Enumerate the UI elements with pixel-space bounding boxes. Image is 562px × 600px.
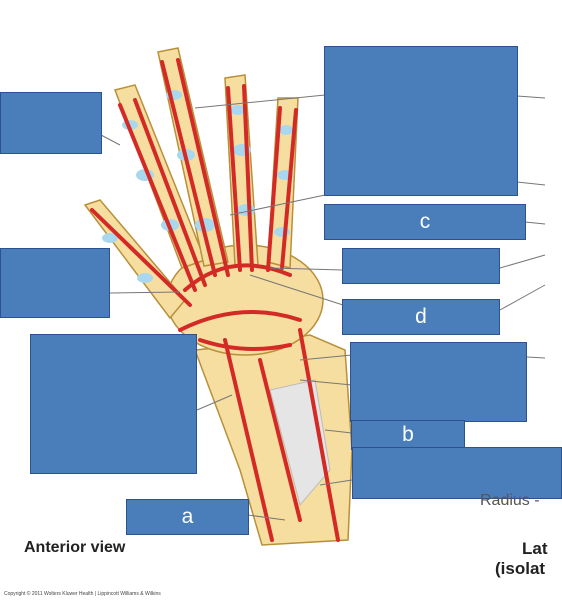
label-box-a: a (126, 499, 249, 535)
label-box-thumb (0, 248, 110, 318)
label-box-b: b (351, 420, 465, 450)
label-box-forearm-left (30, 334, 197, 474)
lateral-view-caption-line2: (isolat (495, 559, 546, 578)
label-box-palmar-arch (342, 248, 500, 284)
label-box-c: c (324, 204, 526, 240)
label-a-text: a (181, 505, 194, 528)
label-d-text: d (415, 305, 427, 328)
radius-partial-label: Radius - (480, 492, 540, 509)
view-caption: Anterior view (24, 539, 126, 556)
middle-finger (157, 47, 229, 267)
label-box-radius (352, 447, 562, 499)
label-b-text: b (402, 423, 414, 446)
copyright-credit: Copyright © 2011 Wolters Kluwer Health |… (4, 591, 161, 597)
arteries (90, 58, 340, 542)
label-c-text: c (419, 210, 431, 233)
lateral-view-caption-line1: Lat (522, 539, 548, 558)
leader-lines (100, 94, 546, 521)
little-finger (267, 97, 299, 269)
label-box-wrist (350, 342, 527, 422)
label-box-digital-arteries (324, 46, 518, 196)
label-box-d: d (342, 299, 500, 335)
label-box-index-finger (0, 92, 102, 154)
